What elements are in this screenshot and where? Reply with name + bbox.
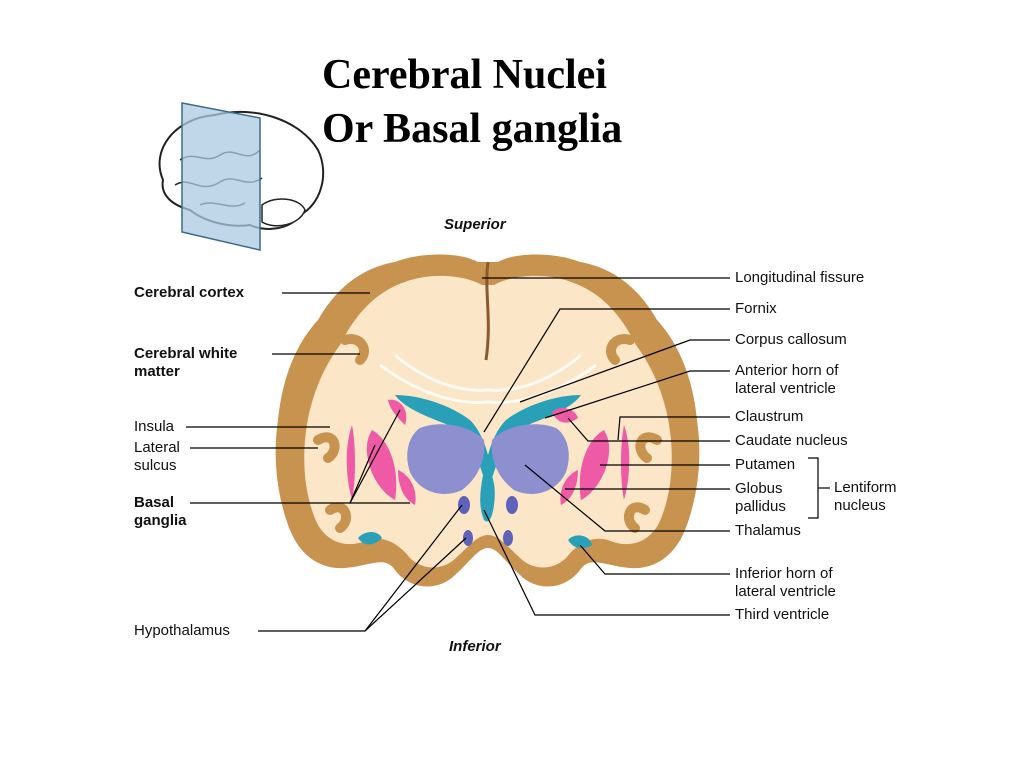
lentiform-nucleus-label-line2: nucleus [834,497,886,514]
lateral-sulcus-label-line2: sulcus [134,457,177,474]
cortex-fold-right [606,334,662,533]
coronal-section [275,254,700,587]
caudate-nucleus-label: Caudate nucleus [735,432,848,449]
basal-ganglia-label-line1: Basal [134,494,175,511]
inferior-horn-label-line2: lateral ventricle [735,583,836,600]
hypothalamus-nucleus-1 [458,496,470,514]
leader-fornix [483,308,730,433]
longitudinal-fissure-label: Longitudinal fissure [735,269,865,286]
basal-ganglia-label: Basal ganglia [134,494,187,530]
hypothalamus-nucleus-3 [463,530,473,546]
basal-ganglia-label-line2: ganglia [134,512,187,529]
leader-inferior-horn [579,544,730,575]
anterior-horn-label-line1: Anterior horn of [735,362,839,379]
leader-caudate-nucleus [567,417,730,442]
globus-pallidus-label-line2: pallidus [735,498,786,515]
hypothalamus-nucleus-2 [506,496,518,514]
leader-third-ventricle [483,509,730,616]
lentiform-bracket [808,457,819,519]
hypothalamus-nucleus-4 [503,530,513,546]
anterior-horn-label-line2: lateral ventricle [735,380,836,397]
title-line-1: Cerebral Nuclei [322,52,607,98]
cerebral-cortex-label: Cerebral cortex [134,284,245,301]
thalamus-shape-right [491,424,569,494]
title-line-2: Or Basal ganglia [322,106,623,152]
globus-pallidus-label-line1: Globus [735,480,783,497]
putamen-right [579,430,610,500]
thalamus-shape [407,424,485,494]
leader-hypothalamus-2 [364,537,467,632]
inferior-horn-label-line1: Inferior horn of [735,565,833,582]
lateral-sulcus-label-line1: Lateral [134,439,180,456]
globus-pallidus-label: Globus pallidus [735,480,786,516]
insula-label: Insula [134,418,175,435]
leader-basal-ganglia-2 [349,444,376,504]
leader-anterior-horn [544,370,730,419]
brain-orientation-inset [158,102,325,251]
inferior-label: Inferior [449,638,501,655]
thalamus-label: Thalamus [735,522,801,539]
cerebral-white-matter-label-line1: Cerebral white [134,345,238,362]
claustrum-right [621,425,630,500]
claustrum-left [346,425,355,500]
inset-coronal-plane [181,102,261,251]
lentiform-nucleus-label-line1: Lentiform [834,479,897,496]
globus-pallidus-right [560,470,578,505]
inferior-horn-label: Inferior horn of lateral ventricle [735,565,836,601]
leader-corpus-callosum [519,339,730,403]
fornix-label: Fornix [735,300,777,317]
leader-claustrum [617,416,730,441]
cerebral-white-matter-shape [304,275,672,568]
caudate-nucleus-left [388,399,407,425]
lentiform-nucleus-label: Lentiform nucleus [834,479,897,515]
corpus-callosum-label: Corpus callosum [735,331,847,348]
cerebral-white-matter-label: Cerebral white matter [134,345,237,381]
caudate-nucleus-right [552,408,578,423]
superior-label: Superior [444,216,506,233]
putamen-label: Putamen [735,456,796,473]
inferior-horn-right [568,535,592,549]
slide-title: Cerebral Nuclei Or Basal ganglia [322,48,742,156]
cortex-fold-left [313,334,369,533]
leader-thalamus [524,464,730,532]
lateral-sulcus-label: Lateral sulcus [134,439,180,475]
inset-cerebellum [261,198,306,227]
longitudinal-fissure-shape [484,261,490,361]
lateral-ventricle-anterior-horns [395,395,581,478]
third-ventricle-label: Third ventricle [735,606,830,623]
hypothalamus-label: Hypothalamus [134,622,230,639]
leader-lines [186,277,830,632]
claustrum-label: Claustrum [735,408,804,425]
inferior-horn-left [358,532,382,545]
globus-pallidus-left [398,470,416,505]
third-ventricle-shape [480,470,495,522]
cerebral-white-matter-label-line2: matter [134,363,180,380]
anterior-horn-label: Anterior horn of lateral ventricle [735,362,838,398]
